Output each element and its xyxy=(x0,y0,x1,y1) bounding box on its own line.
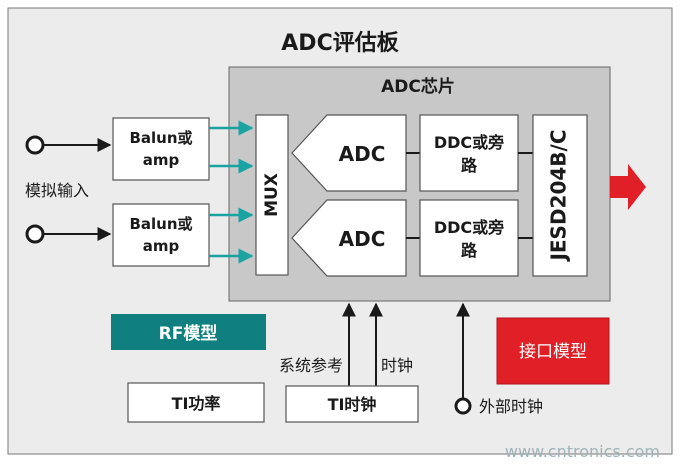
balun-block-1 xyxy=(112,117,210,181)
mux-block xyxy=(255,114,289,276)
external-clock-label: 外部时钟 xyxy=(479,397,543,416)
output-arrow xyxy=(610,164,646,210)
balun-1-line2: amp xyxy=(143,151,180,169)
balun-block-2 xyxy=(112,203,210,267)
balun-2-line2: amp xyxy=(143,237,180,255)
ti-clock-label: TI时钟 xyxy=(328,395,377,414)
board-title: ADC评估板 xyxy=(281,31,399,56)
ti-power-label: TI功率 xyxy=(172,394,221,413)
ddc-block-2 xyxy=(419,199,519,277)
mux-label: MUX xyxy=(262,173,282,217)
interface-model-block xyxy=(496,317,610,385)
adc-2-label: ADC xyxy=(339,227,386,251)
ti-power-block xyxy=(127,382,265,423)
jesd-label: JESD204B/C xyxy=(547,129,571,262)
external-clock-terminal xyxy=(454,397,472,415)
ddc-2-line1: DDC或旁 xyxy=(434,218,504,237)
system-ref-label: 系统参考 xyxy=(279,356,343,375)
watermark: www.cntronics.com xyxy=(504,442,660,461)
adc-1-label: ADC xyxy=(339,142,386,166)
chip-title: ADC芯片 xyxy=(381,76,455,97)
ddc-block-1 xyxy=(419,114,519,192)
clock-label: 时钟 xyxy=(381,356,413,375)
analog-input-2-terminal xyxy=(25,224,45,244)
analog-input-1-terminal xyxy=(25,135,45,155)
jesd-block xyxy=(532,114,588,277)
interface-model-label: 接口模型 xyxy=(519,342,587,362)
balun-1-line1: Balun或 xyxy=(129,129,192,147)
ddc-1-line2: 路 xyxy=(461,156,478,175)
balun-2-line1: Balun或 xyxy=(129,215,192,233)
ddc-1-line1: DDC或旁 xyxy=(434,133,504,152)
analog-input-label: 模拟输入 xyxy=(25,181,89,200)
rf-model-label: RF模型 xyxy=(159,323,218,344)
rf-model-block xyxy=(111,314,266,350)
ti-clock-block xyxy=(285,385,419,423)
ddc-2-line2: 路 xyxy=(461,241,478,260)
